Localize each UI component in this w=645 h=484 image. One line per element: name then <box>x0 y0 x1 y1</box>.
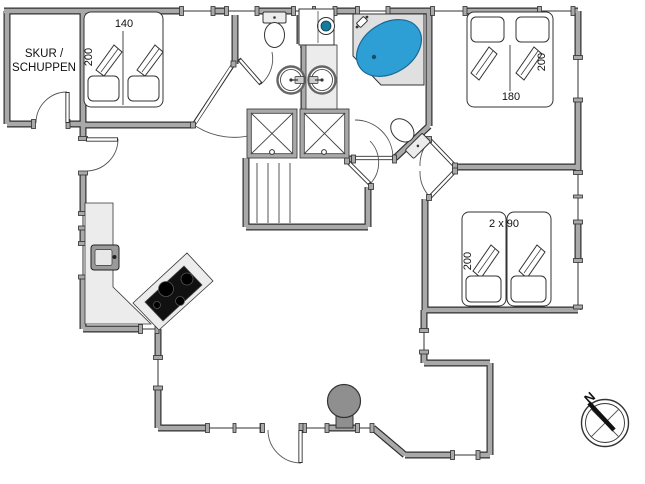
compass-rose: N <box>580 389 630 448</box>
window <box>224 6 260 16</box>
bedroom-twin-door <box>419 167 458 201</box>
shed-label-line2: SCHUPPEN <box>12 62 76 74</box>
bedroom-double-door <box>190 60 260 138</box>
shower-cabin <box>299 108 350 159</box>
toilet <box>262 11 287 48</box>
west-entrance-door <box>78 136 119 176</box>
corner-spa-bath <box>352 13 425 86</box>
window <box>302 423 330 433</box>
compass-needle <box>587 401 616 432</box>
window <box>430 6 468 16</box>
window <box>573 170 583 225</box>
south-terrace-door <box>260 423 304 464</box>
shed-door <box>31 91 71 129</box>
window <box>573 55 583 103</box>
bathroom-spa-door <box>351 119 397 164</box>
wood-burning-stove <box>326 383 362 429</box>
bathroom-small-door <box>237 51 274 86</box>
sauna-door <box>344 140 380 190</box>
kitchen-sink <box>90 244 120 271</box>
window <box>450 450 481 460</box>
window <box>179 6 216 16</box>
window <box>153 355 163 391</box>
beds-twin-length: 200 <box>462 252 474 270</box>
beds-twin-width: 2 x 90 <box>489 218 519 230</box>
beds-twin-2x90 <box>461 211 552 307</box>
labels: SKUR / SCHUPPEN 140 200 180 200 2 x 90 2… <box>12 18 548 270</box>
shed-label-line1: SKUR / <box>25 48 64 60</box>
window <box>205 423 265 433</box>
washbasin <box>307 65 337 95</box>
window <box>419 328 429 355</box>
window <box>573 258 583 310</box>
tilted-toilet <box>390 118 431 159</box>
sauna-bench <box>256 163 291 223</box>
bed-double-length: 200 <box>83 48 95 66</box>
cooktop <box>144 265 203 322</box>
bed-double-140 <box>83 11 164 108</box>
window <box>355 423 375 433</box>
windows <box>78 6 583 460</box>
bed-master-180 <box>466 11 554 108</box>
window <box>537 6 576 16</box>
washing-machine <box>298 8 335 46</box>
doors <box>31 51 458 464</box>
washbasin <box>276 65 306 95</box>
bed-master-length: 200 <box>536 53 548 71</box>
bed-master-width: 180 <box>502 91 520 103</box>
shower-cabin <box>246 108 298 159</box>
bed-double-width: 140 <box>115 18 133 30</box>
